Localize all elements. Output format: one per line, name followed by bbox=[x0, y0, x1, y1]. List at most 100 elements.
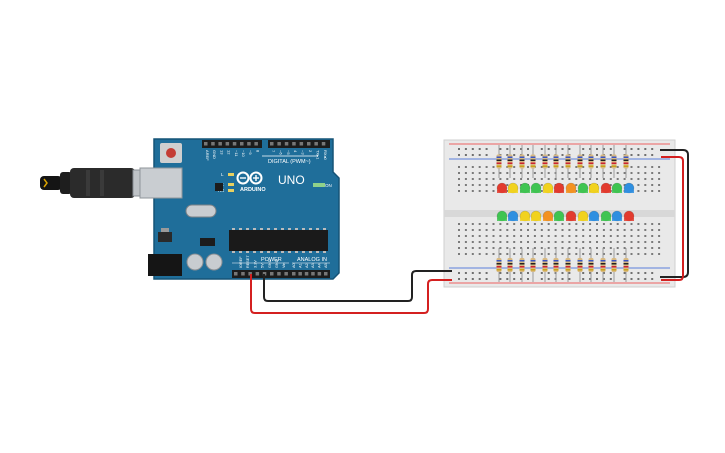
resistor bbox=[588, 154, 594, 169]
led bbox=[519, 210, 531, 222]
digital-pin-label: GND bbox=[212, 150, 217, 159]
power-analog-pins bbox=[234, 272, 328, 276]
header-pin bbox=[314, 142, 318, 146]
resistor bbox=[611, 258, 617, 272]
digital-header-right bbox=[268, 140, 330, 148]
usb-cable-tail bbox=[40, 176, 62, 190]
resistor bbox=[496, 258, 502, 272]
power-jack bbox=[148, 254, 182, 276]
digital-pin-label: ~9 bbox=[248, 150, 253, 155]
led bbox=[496, 182, 508, 194]
voltage-regulator bbox=[158, 232, 172, 242]
resistor bbox=[507, 154, 513, 169]
header-pin bbox=[241, 272, 245, 276]
digital-pin-label: ~3 bbox=[301, 150, 306, 155]
header-pin bbox=[299, 142, 304, 146]
digital-pin-label: ~5 bbox=[286, 150, 291, 155]
led bbox=[530, 210, 542, 222]
analog-pin-label: A3 bbox=[311, 263, 315, 268]
analog-label: ANALOG IN bbox=[297, 257, 327, 263]
header-pin bbox=[225, 142, 230, 146]
header-pin bbox=[262, 272, 267, 276]
led bbox=[588, 210, 600, 222]
resistor bbox=[542, 154, 548, 169]
header-pin bbox=[317, 272, 322, 276]
header-pin bbox=[324, 272, 328, 276]
rx-led bbox=[228, 189, 234, 192]
led bbox=[565, 182, 577, 194]
header-pin bbox=[284, 272, 288, 276]
led bbox=[623, 210, 635, 222]
crystal bbox=[185, 204, 217, 218]
analog-pin-label: A2 bbox=[305, 263, 309, 268]
usb-flash-icon bbox=[43, 178, 48, 188]
resistor bbox=[530, 258, 536, 272]
digital-pin-label: 7 bbox=[271, 150, 276, 153]
resistor bbox=[611, 154, 617, 169]
led bbox=[600, 182, 612, 194]
digital-pin-label: 12 bbox=[227, 150, 232, 155]
header-pin bbox=[254, 142, 258, 146]
resistor bbox=[600, 258, 606, 272]
header-pin bbox=[321, 142, 326, 146]
wire-black-gnd[interactable] bbox=[263, 270, 452, 302]
digital-pin-label: 2 bbox=[308, 150, 313, 153]
header-pin bbox=[284, 142, 289, 146]
led bbox=[496, 210, 508, 222]
digital-pin-label: ~6 bbox=[278, 150, 283, 155]
header-pin bbox=[270, 272, 274, 276]
power-pin-label: 3.3V bbox=[253, 260, 257, 268]
power-led-label: ON bbox=[325, 183, 332, 188]
power-label: POWER bbox=[261, 257, 282, 263]
led bbox=[553, 182, 565, 194]
analog-pin-label: A0 bbox=[292, 263, 296, 268]
header-pin bbox=[247, 142, 251, 146]
led bbox=[507, 210, 519, 222]
led bbox=[542, 210, 554, 222]
resistor bbox=[565, 258, 571, 272]
resistor bbox=[519, 258, 525, 272]
resistor bbox=[519, 154, 525, 169]
analog-pin-label: A1 bbox=[298, 263, 302, 268]
resistor bbox=[600, 154, 606, 169]
resistor bbox=[553, 154, 559, 169]
power-pin-label: 5V bbox=[261, 263, 265, 268]
led bbox=[623, 182, 635, 194]
header-pin bbox=[232, 142, 237, 146]
resistor bbox=[623, 154, 629, 169]
wire-black-right[interactable] bbox=[660, 149, 689, 278]
resistor bbox=[577, 154, 583, 169]
resistor bbox=[623, 258, 629, 272]
wire-red-5v[interactable] bbox=[250, 274, 452, 314]
wire-red-right[interactable] bbox=[661, 156, 684, 281]
analog-pin-label: A5 bbox=[324, 263, 328, 268]
power-pin-label: IOREF bbox=[239, 256, 243, 268]
header-pin bbox=[211, 142, 215, 146]
usb-socket bbox=[139, 167, 183, 199]
capacitor bbox=[186, 253, 204, 271]
power-pin-label: GND bbox=[268, 259, 272, 268]
digital-pin-label: TX▸1 bbox=[315, 150, 320, 160]
power-pin-label: RESET bbox=[246, 255, 250, 268]
atmega-chip bbox=[229, 230, 328, 251]
digital-label: DIGITAL (PWM~) bbox=[268, 159, 311, 165]
led bbox=[565, 210, 577, 222]
header-pin bbox=[277, 272, 281, 276]
header-pin bbox=[218, 142, 222, 146]
led bbox=[530, 182, 542, 194]
led bbox=[519, 182, 531, 194]
header-pin bbox=[292, 142, 296, 146]
led bbox=[577, 210, 589, 222]
digital-pin-label: 13 bbox=[219, 150, 224, 155]
resistor bbox=[588, 258, 594, 272]
header-pin bbox=[298, 272, 302, 276]
capacitor bbox=[205, 253, 223, 271]
analog-pin-label: A4 bbox=[318, 263, 322, 268]
header-pin bbox=[248, 272, 252, 276]
breadboard[interactable] bbox=[443, 139, 676, 288]
wires[interactable] bbox=[250, 149, 689, 314]
header-pin bbox=[234, 272, 238, 276]
